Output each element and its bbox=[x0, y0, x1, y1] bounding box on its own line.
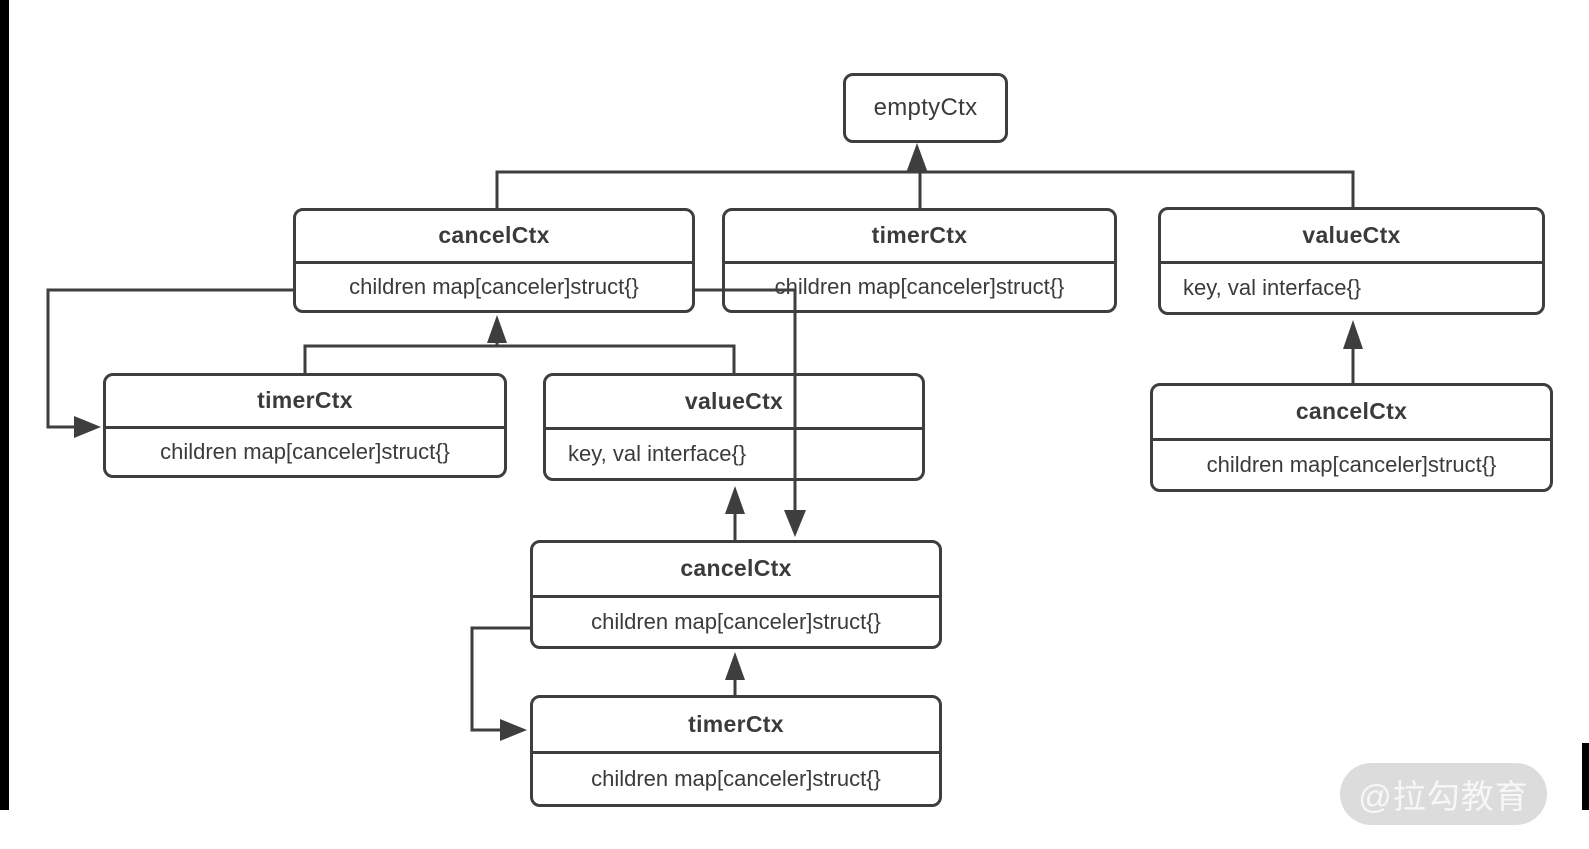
node-valuectx-l3: valueCtx key, val interface{} bbox=[543, 373, 925, 481]
edge-toptree bbox=[495, 170, 1355, 208]
arrowhead-up-cancelctx-l4b bbox=[725, 652, 745, 680]
node-title: timerCtx bbox=[725, 211, 1114, 264]
left-black-strip bbox=[0, 0, 9, 810]
node-cancelctx-l4: cancelCtx children map[canceler]struct{} bbox=[530, 540, 942, 649]
node-body: children map[canceler]struct{} bbox=[774, 273, 1065, 299]
node-timerctx-l2: timerCtx children map[canceler]struct{} bbox=[722, 208, 1117, 313]
node-valuectx-l2: valueCtx key, val interface{} bbox=[1158, 207, 1545, 315]
right-black-strip bbox=[1582, 743, 1589, 810]
watermark-badge: @拉勾教育 bbox=[1340, 763, 1547, 825]
node-cancelctx-l2: cancelCtx children map[canceler]struct{} bbox=[293, 208, 695, 313]
arrowhead-up-valuectx-l3 bbox=[725, 486, 745, 514]
node-body: key, val interface{} bbox=[1183, 275, 1362, 300]
node-emptyctx-root: emptyCtx bbox=[843, 73, 1008, 143]
node-body: children map[canceler]struct{} bbox=[1206, 451, 1497, 477]
node-title: emptyCtx bbox=[873, 94, 978, 121]
node-title: timerCtx bbox=[106, 376, 504, 429]
node-title: timerCtx bbox=[533, 698, 939, 754]
node-body: children map[canceler]struct{} bbox=[160, 438, 450, 464]
arrowhead-up-valuectx-l2 bbox=[1343, 320, 1363, 349]
edge-midtree bbox=[303, 344, 736, 373]
arrowhead-up-emptyctx bbox=[906, 143, 928, 173]
arrowhead-right-timerctx-l5 bbox=[500, 719, 527, 741]
node-timerctx-l5: timerCtx children map[canceler]struct{} bbox=[530, 695, 942, 807]
arrowhead-up-cancelctx-l2 bbox=[487, 315, 507, 343]
node-body: children map[canceler]struct{} bbox=[591, 608, 881, 634]
node-title: cancelCtx bbox=[533, 543, 939, 598]
node-body: key, val interface{} bbox=[568, 441, 747, 466]
node-title: valueCtx bbox=[546, 376, 922, 430]
node-title: valueCtx bbox=[1161, 210, 1542, 264]
node-body: children map[canceler]struct{} bbox=[591, 766, 881, 791]
node-timerctx-l3: timerCtx children map[canceler]struct{} bbox=[103, 373, 507, 478]
arrowhead-right-timerctx-l3 bbox=[74, 416, 101, 438]
node-cancelctx-r3: cancelCtx children map[canceler]struct{} bbox=[1150, 383, 1553, 492]
node-title: cancelCtx bbox=[296, 211, 692, 264]
node-title: cancelCtx bbox=[1153, 386, 1550, 441]
edge-bottom-l bbox=[470, 626, 530, 732]
node-body: children map[canceler]struct{} bbox=[349, 273, 639, 299]
arrowhead-down-cancelctx-l4 bbox=[784, 510, 806, 537]
